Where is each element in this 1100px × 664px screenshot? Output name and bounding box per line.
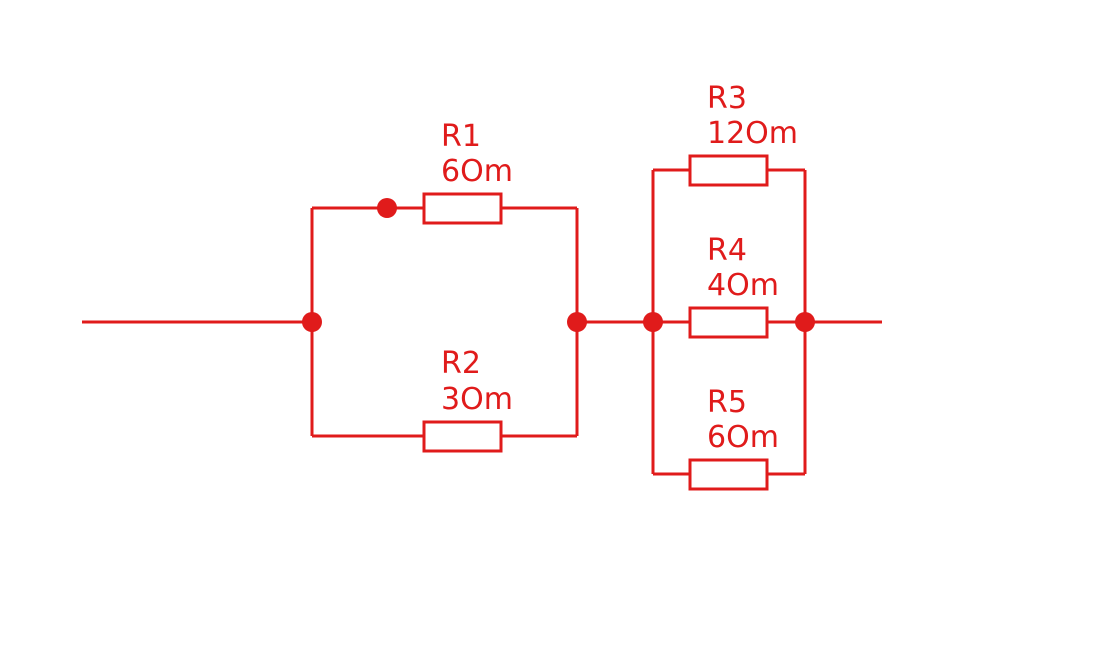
r4-name-label: R4	[707, 233, 747, 268]
r5-name-label: R5	[707, 385, 747, 420]
junction-node	[377, 198, 397, 218]
r1-value-label: 6Om	[441, 154, 513, 189]
junction-node	[643, 312, 663, 332]
resistor-r1-body	[422, 192, 503, 225]
junction-node	[795, 312, 815, 332]
labels: R1 6Om R2 3Om R3 12Om R4 4Om R5 6Om	[441, 81, 798, 455]
junction-node	[567, 312, 587, 332]
r2-value-label: 3Om	[441, 382, 513, 417]
resistor-r2-body	[422, 420, 503, 453]
r2-name-label: R2	[441, 346, 481, 381]
r5-value-label: 6Om	[707, 420, 779, 455]
r3-name-label: R3	[707, 81, 747, 116]
resistor-r4-body	[688, 306, 769, 339]
r1-name-label: R1	[441, 119, 481, 154]
resistor-r3-body	[688, 154, 769, 187]
r3-value-label: 12Om	[707, 116, 798, 151]
resistor-r5-body	[688, 458, 769, 491]
junction-node	[302, 312, 322, 332]
junction-nodes	[302, 198, 815, 332]
r4-value-label: 4Om	[707, 268, 779, 303]
resistors	[422, 154, 769, 491]
